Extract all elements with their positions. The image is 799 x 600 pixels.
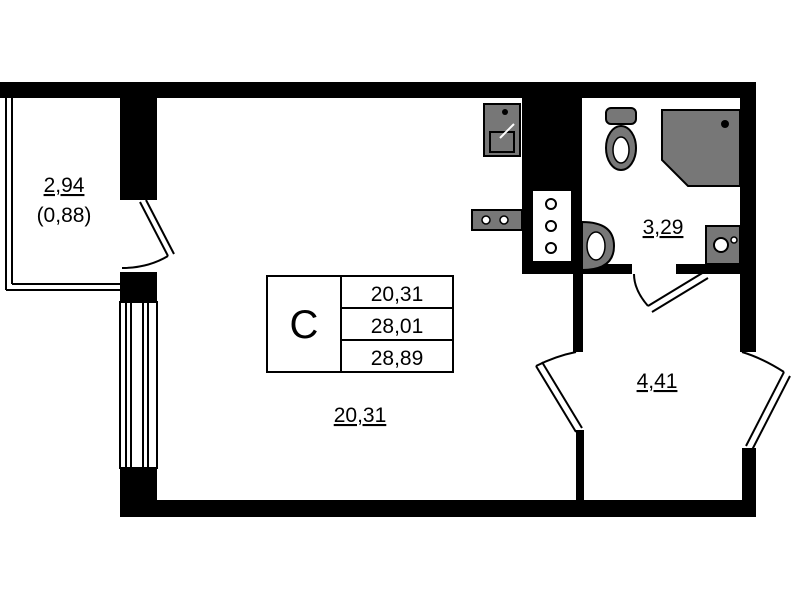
legend-living-area: 20,31 [371,283,424,306]
balcony-door [121,199,175,269]
living-room-area: 20,31 [334,404,387,427]
balcony-reduced-area: (0,88) [37,204,92,227]
bottom-wall [120,500,756,517]
left-wall-pier [120,272,157,302]
bathroom-area: 3,29 [643,216,684,239]
right-wall-upper [740,82,756,352]
legend-total-area-with-balcony: 28,89 [371,347,424,370]
balcony-area: 2,94 [44,174,85,197]
entrance-door [741,351,791,451]
legend-total-area: 28,01 [371,315,424,338]
vent-shaft [531,189,573,263]
shower-icon [661,109,741,187]
bathroom-bottom-wall [522,264,632,274]
toilet-icon [605,107,637,171]
sink-icon [483,103,521,157]
living-window [119,301,158,469]
bath-wall-stub [573,272,583,352]
right-wall-lower [742,448,756,517]
legend-type-letter: С [290,303,319,347]
hall-wall-stub [576,430,584,517]
bathroom-right-wall [676,264,742,274]
walls [0,82,756,517]
washbasin-icon [581,220,616,272]
left-wall-upper [120,82,157,200]
stove-icon [471,209,523,231]
area-legend: С 20,31 28,01 28,89 [266,275,454,373]
top-wall [0,82,756,98]
hall-door-left [535,351,583,433]
washing-machine-icon [705,225,741,265]
bathroom-door [633,271,709,313]
left-wall-lower [120,468,157,517]
hallway-area: 4,41 [637,370,678,393]
